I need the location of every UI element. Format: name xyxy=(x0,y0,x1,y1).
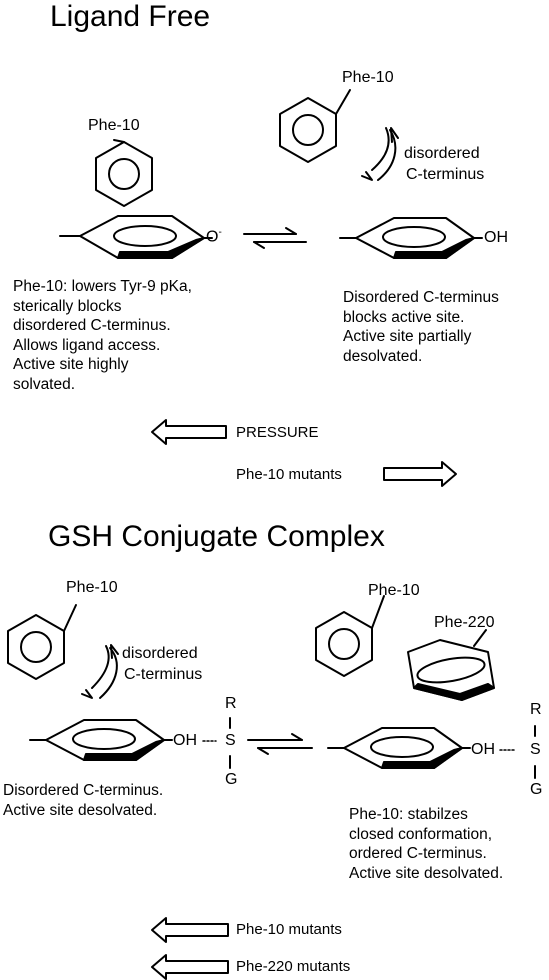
caption-line: Phe-10: lowers Tyr-9 pKa, xyxy=(13,278,192,295)
caption-line: blocks active site. xyxy=(343,308,465,326)
phe10-mutants-label-bottom: Phe-10 mutants xyxy=(236,921,342,938)
equilibrium-arrows-top xyxy=(243,227,307,249)
tyr9-ring-right xyxy=(339,217,483,259)
s-label-right: S xyxy=(530,741,541,758)
caption-line: sterically blocks xyxy=(13,297,122,315)
gsh-conjugate-title: GSH Conjugate Complex xyxy=(48,520,385,553)
tyr9-ring-gsh-right xyxy=(327,727,471,769)
phe220-ring xyxy=(407,629,495,701)
phe10-ring-right-top xyxy=(279,89,351,163)
ligand-free-left-caption: Phe-10: lowers Tyr-9 pKa, sterically blo… xyxy=(13,277,273,394)
phe10-label-gsh-right: Phe-10 xyxy=(368,582,420,599)
caption-line: Allows ligand access. xyxy=(13,336,161,354)
tyr9-ring-gsh-left xyxy=(29,719,173,761)
caption-line: Active site desolvated. xyxy=(3,801,158,819)
disordered-label-gsh: disordered xyxy=(122,645,198,662)
phe10-ring-gsh-left xyxy=(7,604,77,680)
r-label-left: R xyxy=(225,695,237,712)
caption-line: Disordered C-terminus. xyxy=(3,782,164,799)
ligand-free-title: Ligand Free xyxy=(50,0,211,33)
phe10-label-left: Phe-10 xyxy=(88,117,140,134)
c-terminus-label: C-terminus xyxy=(406,166,485,183)
caption-line: disordered C-terminus. xyxy=(13,317,171,334)
pressure-label: PRESSURE xyxy=(236,424,319,441)
caption-line: Phe-10: stabilzes xyxy=(349,806,468,823)
caption-line: Active site highly xyxy=(13,356,129,373)
caption-line: Disordered C-terminus xyxy=(343,289,499,306)
pressure-arrow xyxy=(151,419,227,445)
r-label-right: R xyxy=(530,701,542,718)
phe220-label: Phe-220 xyxy=(434,614,495,631)
phe10-label-right: Phe-10 xyxy=(342,69,394,86)
phe220-mutants-label: Phe-220 mutants xyxy=(236,958,351,975)
tyr9-ring-left xyxy=(59,215,213,259)
curved-arrows-gsh xyxy=(81,644,119,699)
caption-line: ordered C-terminus. xyxy=(349,845,487,862)
caption-line: closed conformation, xyxy=(349,825,493,843)
phe10-label-gsh-left: Phe-10 xyxy=(66,579,118,596)
g-label-right: G xyxy=(530,781,543,798)
oh-label-gsh-right: OH xyxy=(471,741,495,758)
disordered-label: disordered xyxy=(404,145,480,162)
phenolate-oxygen: O- xyxy=(206,227,222,246)
gsh-right-caption: Phe-10: stabilzes closed conformation, o… xyxy=(349,805,549,883)
caption-line: desolvated. xyxy=(343,347,423,365)
phe10-mutants-arrow-top xyxy=(383,461,457,487)
equilibrium-arrows-gsh xyxy=(247,733,313,755)
phe220-mutants-arrow xyxy=(151,954,229,980)
hydroxyl-label: OH xyxy=(484,229,508,246)
c-terminus-label-gsh: C-terminus xyxy=(124,666,203,683)
caption-line: Active site partially xyxy=(343,328,472,345)
phe10-mutants-label-top: Phe-10 mutants xyxy=(236,466,342,483)
curved-arrows-top xyxy=(361,127,399,181)
phe10-ring-gsh-right xyxy=(315,595,385,677)
caption-line: Active site desolvated. xyxy=(349,864,504,882)
s-label-left: S xyxy=(225,732,236,749)
g-label-left: G xyxy=(225,771,238,788)
gsh-left-caption: Disordered C-terminus. Active site desol… xyxy=(3,781,233,820)
oh-label-gsh-left: OH xyxy=(173,732,197,749)
caption-line: solvated. xyxy=(13,375,76,393)
phe10-ring-left xyxy=(95,139,153,207)
ligand-free-right-caption: Disordered C-terminus blocks active site… xyxy=(343,288,548,366)
phe10-mutants-arrow-bottom xyxy=(151,917,229,943)
